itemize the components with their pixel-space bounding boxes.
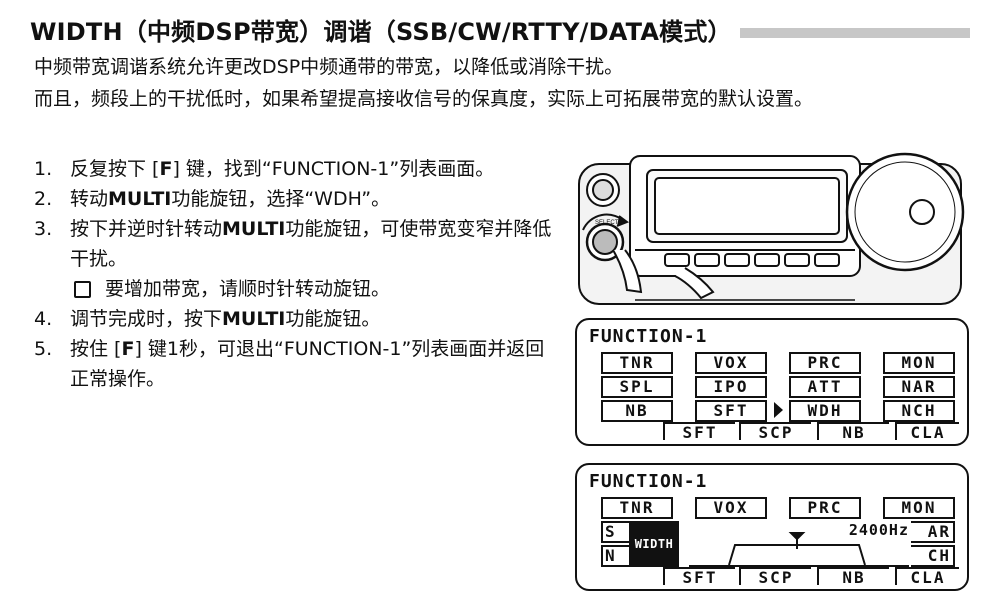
softkey-nb: NB <box>817 567 889 587</box>
softkey-sft: SFT <box>663 567 735 587</box>
step-number: 4. <box>34 308 53 330</box>
softkey-nb: NB <box>817 422 889 442</box>
lcd-title: FUNCTION-1 <box>589 326 708 347</box>
step-3-note: 要增加带宽，请顺时针转动旋钮。 <box>34 274 554 304</box>
key-nar: NAR <box>883 376 955 398</box>
width-popup: WIDTH 2400Hz <box>629 521 909 567</box>
step-number: 2. <box>34 188 53 210</box>
step-4: 4. 调节完成时，按下MULTI功能旋钮。 <box>34 304 554 334</box>
lcd-title: FUNCTION-1 <box>589 471 708 492</box>
key-nar-partial: AR <box>911 521 955 543</box>
step-text: 转动MULTI功能旋钮，选择“WDH”。 <box>70 188 391 210</box>
step-1: 1. 反复按下 [F] 键，找到“FUNCTION-1”列表画面。 <box>34 154 554 184</box>
step-3: 3. 按下并逆时针转动MULTI功能旋钮，可使带宽变窄并降低干扰。 <box>34 214 554 274</box>
key-mon: MON <box>883 497 955 519</box>
checkbox-bullet-icon <box>74 280 91 298</box>
step-text: 调节完成时，按下MULTI功能旋钮。 <box>70 308 381 330</box>
key-tnr: TNR <box>601 352 673 374</box>
lcd-width-popup: FUNCTION-1 TNR VOX PRC MON S N AR CH WID… <box>575 463 969 591</box>
radio-illustration: SELECT <box>578 152 965 305</box>
steps-list: 1. 反复按下 [F] 键，找到“FUNCTION-1”列表画面。 2. 转动M… <box>34 154 554 394</box>
step-5: 5. 按住 [F] 键1秒，可退出“FUNCTION-1”列表画面并返回正常操作… <box>34 334 554 394</box>
key-nch-partial: CH <box>911 545 955 567</box>
softkey-cla: CLA <box>895 422 959 442</box>
step-2: 2. 转动MULTI功能旋钮，选择“WDH”。 <box>34 184 554 214</box>
key-nb-partial: N <box>601 545 631 567</box>
key-prc: PRC <box>789 497 861 519</box>
step-text: 按下并逆时针转动MULTI功能旋钮，可使带宽变窄并降低干扰。 <box>70 218 552 270</box>
key-prc: PRC <box>789 352 861 374</box>
key-sft: SFT <box>695 400 767 422</box>
key-ipo: IPO <box>695 376 767 398</box>
note-text: 要增加带宽，请顺时针转动旋钮。 <box>105 278 391 300</box>
selection-arrow-icon <box>774 402 783 418</box>
key-nch: NCH <box>883 400 955 422</box>
softkey-scp: SCP <box>739 422 811 442</box>
softkey-cla: CLA <box>895 567 959 587</box>
softkey-sft: SFT <box>663 422 735 442</box>
key-spl: SPL <box>601 376 673 398</box>
lcd-function-1-list: FUNCTION-1 TNR VOX PRC MON SPL IPO ATT N… <box>575 318 969 446</box>
step-text: 反复按下 [F] 键，找到“FUNCTION-1”列表画面。 <box>70 158 495 180</box>
step-number: 3. <box>34 218 53 240</box>
bandwidth-readout: 2400Hz <box>848 521 909 539</box>
section-title-wrap: WIDTH（中频DSP带宽）调谐（SSB/CW/RTTY/DATA模式） <box>30 12 970 47</box>
width-label: WIDTH <box>629 521 679 567</box>
select-label: SELECT <box>595 220 619 226</box>
passband-graphic <box>689 532 909 567</box>
step-number: 5. <box>34 338 53 360</box>
key-nb: NB <box>601 400 673 422</box>
step-number: 1. <box>34 158 53 180</box>
key-vox: VOX <box>695 352 767 374</box>
key-att: ATT <box>789 376 861 398</box>
softkey-scp: SCP <box>739 567 811 587</box>
key-wdh: WDH <box>789 400 861 422</box>
key-vox: VOX <box>695 497 767 519</box>
section-title: WIDTH（中频DSP带宽）调谐（SSB/CW/RTTY/DATA模式） <box>30 12 740 47</box>
key-mon: MON <box>883 352 955 374</box>
key-tnr: TNR <box>601 497 673 519</box>
key-spl-partial: S <box>601 521 631 543</box>
intro-paragraph-1: 中频带宽调谐系统允许更改DSP中频通带的带宽，以降低或消除干扰。 <box>34 56 624 78</box>
intro-paragraph-2: 而且，频段上的干扰低时，如果希望提高接收信号的保真度，实际上可拓展带宽的默认设置… <box>34 88 814 110</box>
step-text: 按住 [F] 键1秒，可退出“FUNCTION-1”列表画面并返回正常操作。 <box>70 338 545 390</box>
